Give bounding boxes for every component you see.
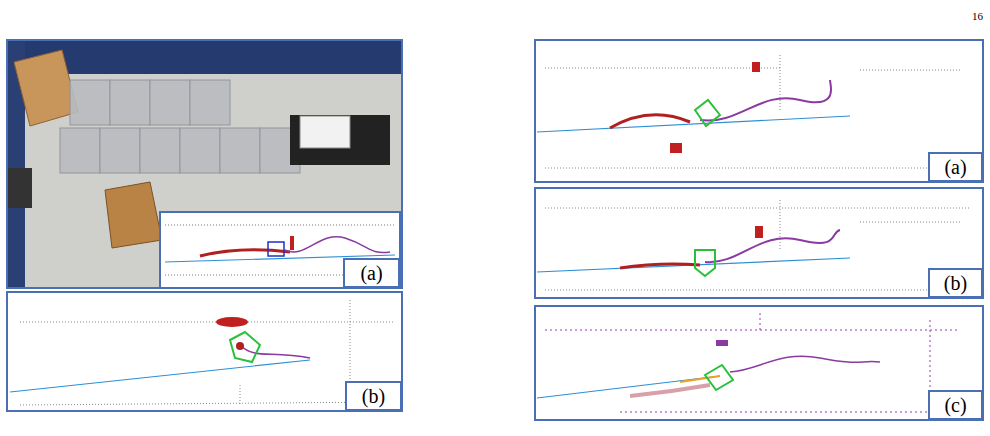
- treadmill: [7, 168, 32, 208]
- panel-letter: (b): [362, 385, 385, 408]
- conveyor: [290, 115, 390, 165]
- robot-footprint: [268, 242, 284, 256]
- obstacle-path: [620, 264, 700, 268]
- trajectory: [10, 360, 310, 392]
- photo-floor: [7, 40, 402, 288]
- obstacle: [752, 62, 760, 72]
- point-cloud: [545, 200, 970, 290]
- panel-label: (a): [928, 152, 983, 182]
- obstacle-path: [630, 385, 710, 396]
- cardboard-box: [14, 50, 78, 126]
- point-cloud: [545, 312, 970, 412]
- obstacle: [670, 143, 682, 153]
- panel-label: (a): [343, 258, 400, 288]
- robot-footprint: [695, 250, 715, 276]
- cardboard-box: [105, 182, 162, 248]
- panel-letter: (a): [944, 156, 966, 179]
- obstacle-path: [610, 115, 690, 128]
- obstacle: [716, 340, 728, 346]
- panel-frame: [535, 188, 983, 298]
- obstacle-path: [200, 250, 290, 256]
- obstacle: [216, 317, 248, 327]
- trajectory: [537, 258, 850, 272]
- panel-label: (c): [928, 390, 983, 420]
- planned-path: [730, 356, 880, 372]
- panel-frame: [7, 40, 402, 288]
- obstacle: [290, 236, 294, 250]
- robot: [300, 116, 350, 148]
- trajectory: [537, 376, 720, 398]
- obstacle: [755, 226, 763, 238]
- robot-footprint: [695, 100, 720, 126]
- planned-path: [240, 345, 310, 358]
- robot-footprint: [230, 332, 260, 362]
- inset-map: [160, 212, 400, 288]
- transparent-cases: [60, 80, 300, 173]
- panel-letter: (a): [360, 262, 382, 285]
- panel-label: (b): [928, 268, 983, 298]
- panel-label: (b): [345, 381, 402, 411]
- point-cloud: [20, 300, 395, 405]
- panel-frame: [535, 306, 983, 420]
- panel-frame: [7, 292, 402, 411]
- panel-letter: (c): [944, 394, 966, 417]
- planned-path: [705, 230, 840, 262]
- panel-frame: [535, 40, 983, 182]
- trajectory: [680, 376, 720, 382]
- planned-path: [285, 237, 390, 253]
- obstacle: [236, 342, 244, 350]
- page-number: 16: [972, 10, 983, 22]
- robot-footprint: [705, 365, 733, 390]
- point-cloud: [545, 55, 970, 168]
- trajectory: [537, 116, 850, 132]
- panel-letter: (b): [944, 272, 967, 295]
